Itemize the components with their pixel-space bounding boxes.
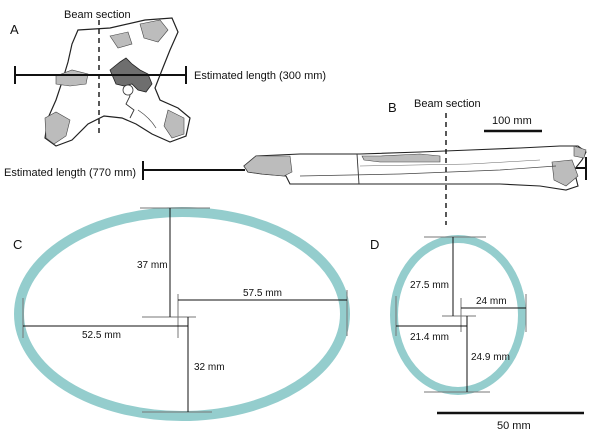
panel-a-length-label: Estimated length (300 mm) bbox=[194, 70, 326, 82]
panel-a-shade-mid bbox=[109, 31, 133, 49]
panel-d-cortex-ring bbox=[390, 235, 526, 395]
panel-d-dim-left-label: 21.4 mm bbox=[410, 332, 449, 343]
panel-d-dim-upper-label: 27.5 mm bbox=[410, 280, 449, 291]
panel-a-shade-right bbox=[163, 109, 185, 139]
panel-c-dim-right-label: 57.5 mm bbox=[243, 288, 282, 299]
panel-c-dim-left-label: 52.5 mm bbox=[82, 330, 121, 341]
panel-a-hole bbox=[122, 84, 134, 96]
panel-b-letter: B bbox=[388, 100, 397, 115]
panel-a-detail-line bbox=[137, 109, 157, 129]
panel-a-letter: A bbox=[10, 22, 19, 37]
panel-a-shade-lower-left bbox=[44, 111, 71, 145]
panel-b-beam-label: Beam section bbox=[414, 98, 481, 110]
panel-b-fracture bbox=[356, 153, 360, 185]
panel-d-dim-lower-label: 24.9 mm bbox=[471, 352, 510, 363]
panel-b-shade-mid bbox=[361, 153, 441, 163]
panel-d: D 27.5 mm 24 mm 21.4 mm 24.9 mm 50 mm bbox=[370, 235, 584, 432]
panel-b-length-label: Estimated length (770 mm) bbox=[4, 167, 136, 179]
panel-a-beam-label: Beam section bbox=[64, 9, 131, 21]
panel-b-ridge-2 bbox=[359, 159, 541, 167]
panel-c-letter: C bbox=[13, 237, 22, 252]
panel-a: A Beam section Estimated length (300 mm) bbox=[10, 9, 326, 147]
panel-d-letter: D bbox=[370, 237, 379, 252]
panel-a-shade-top bbox=[139, 19, 169, 43]
panel-d-dim-right-label: 24 mm bbox=[476, 296, 507, 307]
panel-c: C 37 mm 57.5 mm 52.5 mm 32 mm bbox=[13, 207, 350, 421]
panel-b-ridge bbox=[299, 165, 557, 177]
panel-b-shade-left bbox=[243, 155, 293, 177]
panel-b-shade-tip bbox=[573, 145, 587, 159]
panel-b-bone bbox=[243, 145, 587, 191]
panel-c-cortex-ring bbox=[14, 207, 350, 421]
panel-c-dim-upper-label: 37 mm bbox=[137, 260, 168, 271]
panel-b: B Beam section 100 mm Estimated length (… bbox=[4, 98, 587, 225]
panel-c-dim-lower-label: 32 mm bbox=[194, 362, 225, 373]
panel-b-shade-right bbox=[551, 159, 579, 187]
panel-d-scale-label: 50 mm bbox=[497, 420, 531, 432]
panel-b-scale-label: 100 mm bbox=[492, 115, 532, 127]
